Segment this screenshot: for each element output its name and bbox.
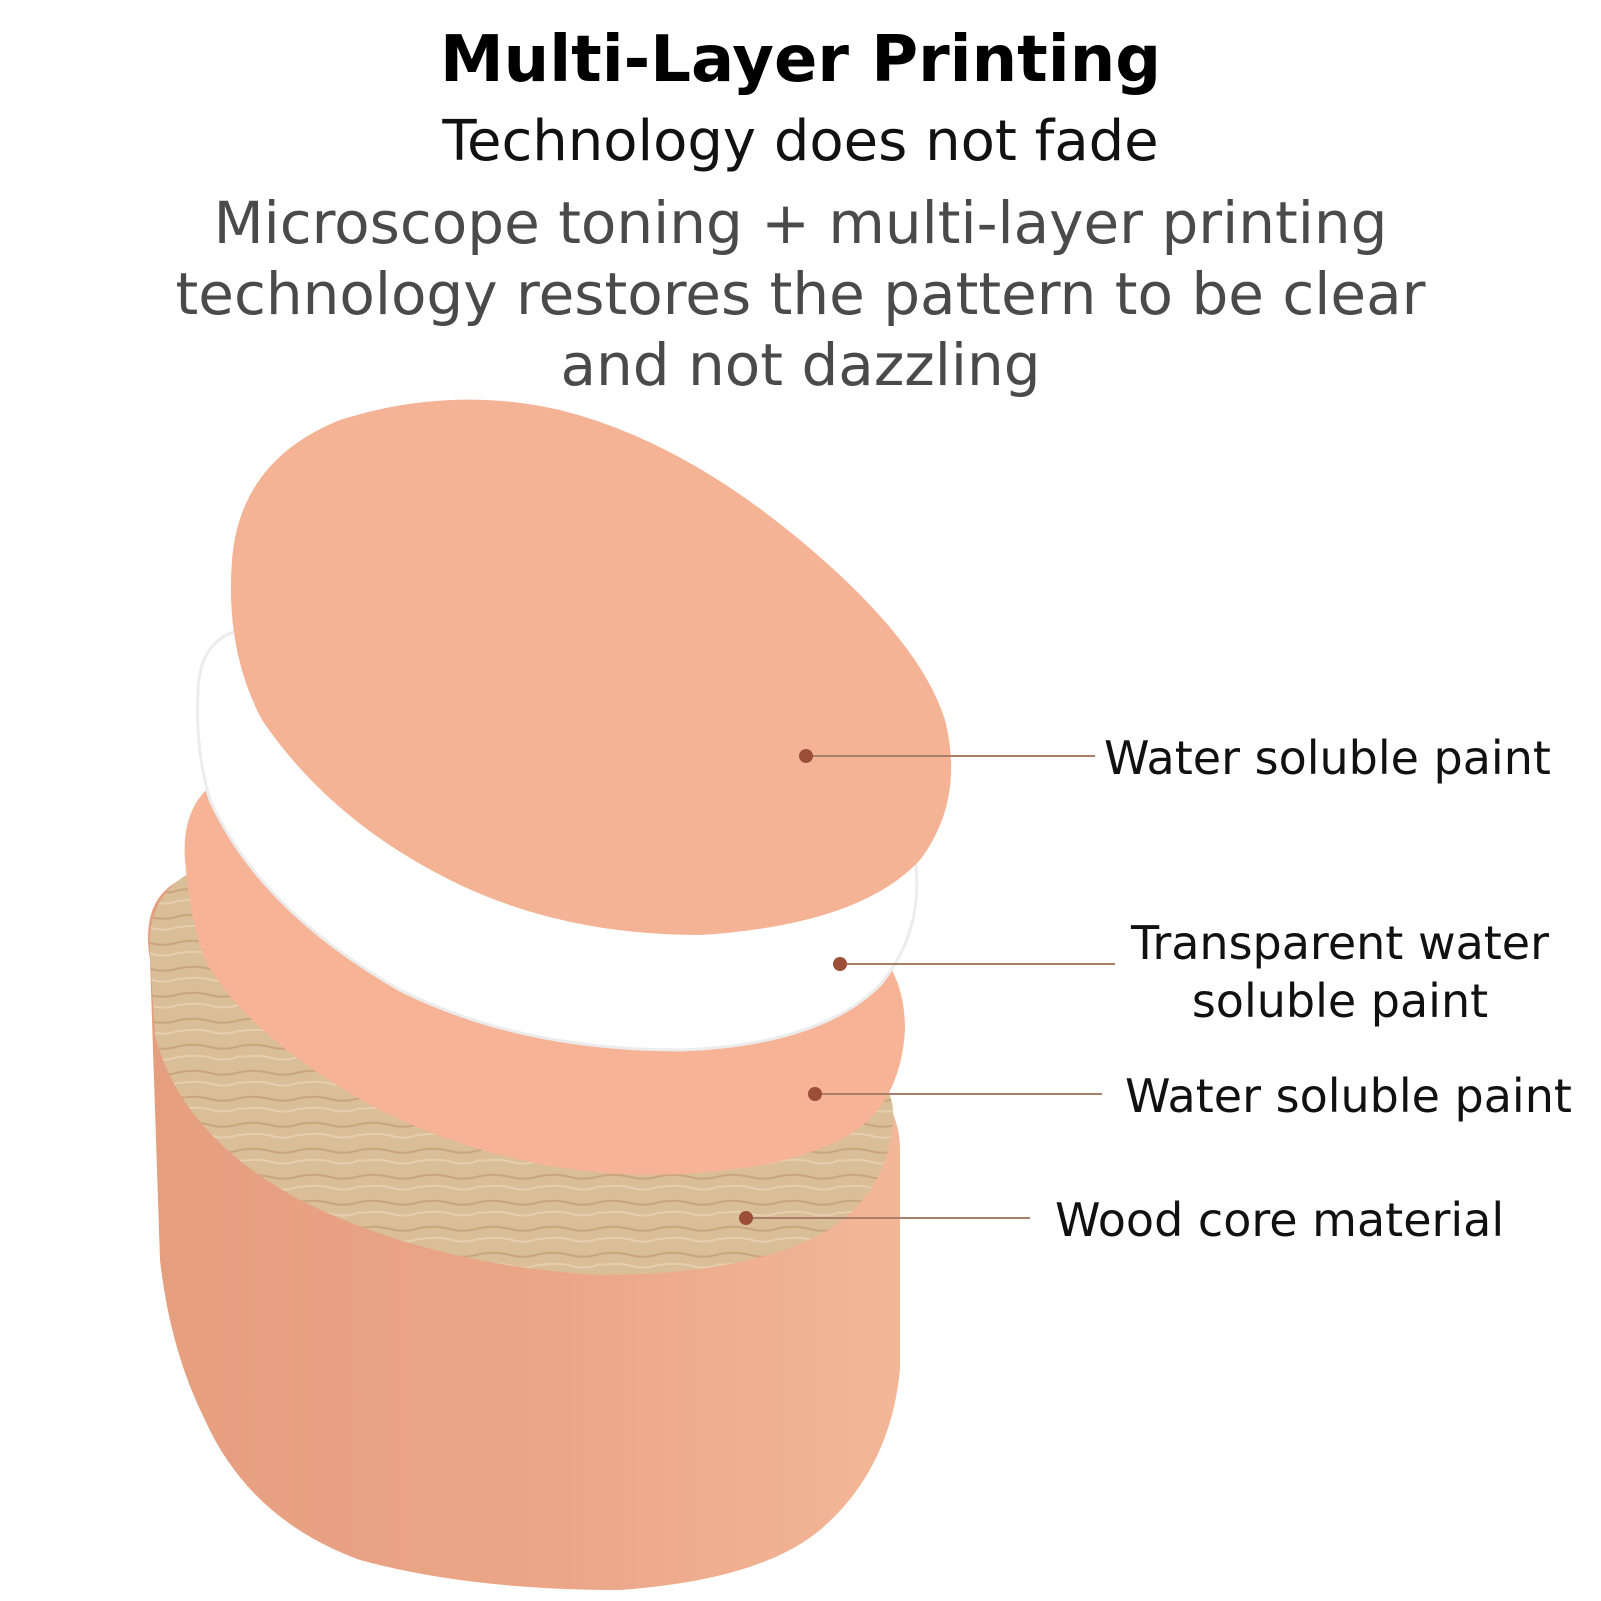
- leader-dot-1: [799, 749, 813, 763]
- page-title: Multi-Layer Printing: [439, 23, 1162, 97]
- page-description: Microscope toning + multi-layer printing…: [175, 189, 1426, 399]
- leader-dot-2: [833, 957, 847, 971]
- top-paint-layer: [230, 399, 952, 935]
- layer-label-transparent-paint: Transparent water soluble paint: [1130, 916, 1550, 1028]
- leader-dot-4: [739, 1211, 753, 1225]
- layer-label-wood-core: Wood core material: [1055, 1193, 1505, 1247]
- leader-dot-3: [808, 1087, 822, 1101]
- page-subtitle: Technology does not fade: [442, 109, 1159, 174]
- layer-label-lower-paint: Water soluble paint: [1125, 1069, 1572, 1123]
- layer-label-top-paint: Water soluble paint: [1104, 731, 1551, 785]
